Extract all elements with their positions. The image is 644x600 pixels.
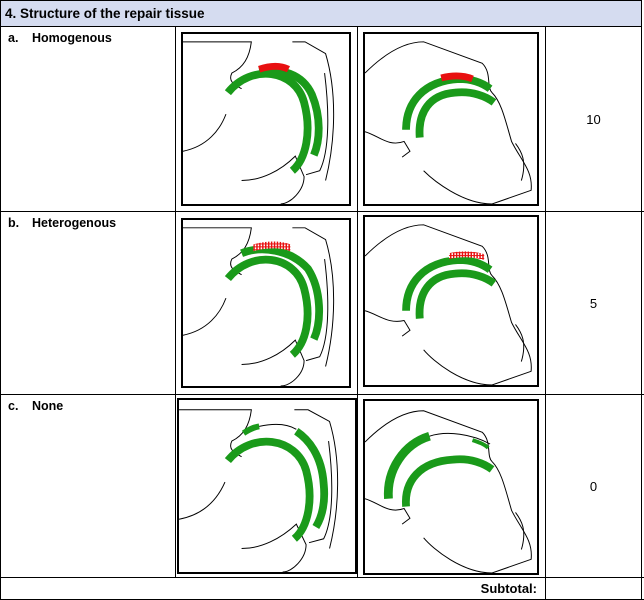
score-cell: 5 <box>546 212 642 394</box>
hip-illustration <box>365 410 532 573</box>
row-label-cell: c. None <box>0 395 176 577</box>
hip-diagram-coronal-none <box>177 398 357 574</box>
row-label: c. None <box>8 399 63 413</box>
subtotal-row: Subtotal: <box>0 578 644 600</box>
row-label-cell: a. Homogenous <box>0 27 176 211</box>
subtotal-label: Subtotal: <box>0 578 546 599</box>
section-header: 4. Structure of the repair tissue <box>0 0 642 27</box>
table-row: c. None <box>0 395 644 578</box>
image-cell-coronal <box>176 395 358 577</box>
table-row: b. Heterogenous <box>0 212 644 395</box>
hip-illustration <box>365 224 532 385</box>
row-letter: b. <box>8 216 20 230</box>
hip-illustration <box>179 409 339 572</box>
image-cell-coronal <box>176 27 358 211</box>
hip-illustration <box>183 227 335 386</box>
table-row: a. Homogenous <box>0 27 644 212</box>
score-cell: 10 <box>546 27 642 211</box>
row-label: a. Homogenous <box>8 31 112 45</box>
hip-diagram-sagittal-none <box>363 399 539 575</box>
image-cell-coronal <box>176 212 358 394</box>
hip-illustration <box>183 41 335 204</box>
hip-diagram-coronal-homogenous <box>181 32 351 206</box>
row-letter: c. <box>8 399 19 413</box>
row-label: b. Heterogenous <box>8 216 116 230</box>
score-cell: 0 <box>546 395 642 577</box>
hip-diagram-coronal-heterogenous <box>181 218 351 388</box>
hip-diagram-sagittal-homogenous <box>363 32 539 206</box>
row-letter: a. <box>8 31 19 45</box>
row-label-text: None <box>32 399 64 413</box>
row-label-cell: b. Heterogenous <box>0 212 176 394</box>
image-cell-sagittal <box>358 212 546 394</box>
image-cell-sagittal <box>358 395 546 577</box>
hip-diagram-sagittal-heterogenous <box>363 215 539 387</box>
row-label-text: Homogenous <box>32 31 112 45</box>
hip-illustration <box>365 41 532 204</box>
subtotal-value[interactable] <box>546 578 642 599</box>
image-cell-sagittal <box>358 27 546 211</box>
row-label-text: Heterogenous <box>32 216 117 230</box>
